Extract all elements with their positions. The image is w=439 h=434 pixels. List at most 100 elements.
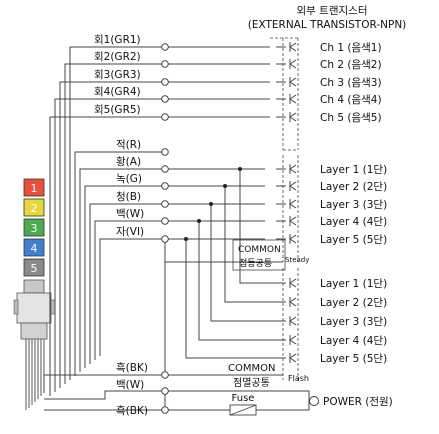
channel-label-2: Ch 2 (음색2) <box>320 59 382 71</box>
wire-blue <box>89 203 265 364</box>
bottom-wire-label-black-2: 흑(BK) <box>116 404 148 417</box>
wire-gr3 <box>59 81 270 388</box>
junction-blue <box>209 202 213 206</box>
steady-layer-label-5: Layer 5 (5단) <box>320 234 387 246</box>
channel-label-4: Ch 4 (음색4) <box>320 94 382 106</box>
flash-bus-dashed <box>282 268 299 380</box>
tap-layer3-flash <box>210 204 276 322</box>
transistor-steady-1 <box>276 164 297 174</box>
terminal-white-2 <box>161 387 169 395</box>
wire-lines <box>43 37 310 411</box>
gray-wire-label-4: 회4(GR4) <box>94 86 141 98</box>
terminal-white <box>161 217 169 225</box>
terminal-blue <box>161 200 169 208</box>
tower-segment-1 <box>23 178 45 197</box>
transistor-ch3 <box>276 77 297 87</box>
power-line-bottom <box>256 401 310 411</box>
bottom-wire-label-black-1: 흑(BK) <box>116 361 148 374</box>
flash-common-box: COMMON 점멸공통 Flash <box>228 363 309 389</box>
wire-violet <box>99 238 265 356</box>
wire-white-2 <box>44 390 166 407</box>
color-wire-label-blue: 청(B) <box>116 191 141 203</box>
transistor-ch2 <box>276 59 297 69</box>
transistor-flash-5 <box>276 353 297 363</box>
channel-label-3: Ch 3 (음색3) <box>320 77 382 89</box>
tower-segment-5 <box>23 258 45 277</box>
tower-segment-3-label: 3 <box>31 222 38 235</box>
header-title-english: (EXTERNAL TRANSISTOR-NPN) <box>248 19 407 31</box>
gray-wire-label-2: 회2(GR2) <box>94 51 141 63</box>
fuse-element <box>229 404 257 416</box>
flash-layer-label-5: Layer 5 (5단) <box>320 353 387 365</box>
transistor-steady-3 <box>276 199 297 209</box>
header-title-korean: 외부 트랜지스터 <box>297 5 368 17</box>
junction-green <box>223 184 227 188</box>
power-line-top <box>165 390 310 401</box>
flash-layer-label-3: Layer 3 (3단) <box>320 316 387 328</box>
flash-layer-label-1: Layer 1 (1단) <box>320 278 387 290</box>
transistor-steady-5 <box>276 234 297 244</box>
tower-segment-3 <box>23 218 45 237</box>
tower-segment-4-label: 4 <box>31 242 38 255</box>
gray-wire-label-3: 회3(GR3) <box>94 69 141 81</box>
terminal-gr1 <box>161 43 169 51</box>
tower-base <box>16 292 52 324</box>
flash-common-label: COMMON <box>228 363 275 374</box>
transistor-flash-3 <box>276 316 297 326</box>
terminal-gr3 <box>161 78 169 86</box>
steady-layer-label-2: Layer 2 (2단) <box>320 181 387 193</box>
cable-bundle <box>25 339 45 410</box>
gray-wire-label-1: 회1(GR1) <box>94 34 141 46</box>
steady-layer-labels: Layer 1 (1단) Layer 2 (2단) Layer 3 (3단) L… <box>320 164 387 246</box>
color-wire-label-amber: 황(A) <box>116 156 141 168</box>
wire-black-1 <box>43 374 165 393</box>
steady-tag: Steady <box>285 256 309 264</box>
wire-gr2 <box>64 63 270 384</box>
terminals <box>161 43 169 414</box>
power-terminal: POWER (전원) <box>309 396 393 408</box>
transistor-ch5 <box>276 112 297 122</box>
terminal-black-2 <box>161 406 169 414</box>
flash-common-sublabel: 점멸공통 <box>233 377 270 389</box>
wire-white <box>94 220 265 360</box>
bottom-wire-labels: 흑(BK) 백(W) 흑(BK) <box>116 361 148 417</box>
flash-layer-labels: Layer 1 (1단) Layer 2 (2단) Layer 3 (3단) L… <box>320 278 387 365</box>
steady-common-box: COMMON 점등공통 Steady <box>232 239 309 271</box>
tap-layer5-flash <box>185 239 276 359</box>
junction-white <box>197 219 201 223</box>
steady-common-frame <box>232 239 286 271</box>
terminal-amber <box>161 165 169 173</box>
channel-labels: Ch 1 (음색1) Ch 2 (음색2) Ch 3 (음색3) Ch 4 (음… <box>320 42 382 124</box>
steady-layer-label-3: Layer 3 (3단) <box>320 199 387 211</box>
transistor-flash-2 <box>276 297 297 307</box>
channel-bus-dashed <box>270 37 299 151</box>
junction-amber <box>238 167 242 171</box>
power-circle <box>309 396 319 406</box>
terminal-gr4 <box>161 95 169 103</box>
tap-layer1-flash <box>239 169 276 284</box>
bottom-wire-label-white: 백(W) <box>116 379 144 391</box>
steady-layer-label-1: Layer 1 (1단) <box>320 164 387 176</box>
tower-segment-2-label: 2 <box>31 202 38 215</box>
wire-gr5 <box>49 116 270 396</box>
signal-tower: 1 2 3 4 5 <box>13 178 56 410</box>
steady-common-label: COMMON <box>238 245 281 255</box>
tower-connector <box>23 279 45 294</box>
tap-layer4-flash <box>198 221 276 341</box>
transistor-flash-4 <box>276 335 297 345</box>
steady-common-sublabel: 점등공통 <box>239 257 272 269</box>
flash-layer-label-2: Layer 2 (2단) <box>320 297 387 309</box>
steady-bus-dashed <box>282 155 299 262</box>
gray-wire-labels: 회1(GR1) 회2(GR2) 회3(GR3) 회4(GR4) 회5(GR5) <box>94 34 141 116</box>
terminal-red <box>161 148 169 156</box>
wire-amber <box>79 168 265 372</box>
transistor-ch1 <box>276 42 297 52</box>
fuse: Fuse <box>229 393 257 416</box>
tower-segment-4 <box>23 238 45 257</box>
color-wire-label-white: 백(W) <box>116 208 144 220</box>
wire-gr1 <box>69 46 270 380</box>
terminal-gr5 <box>161 113 169 121</box>
flash-tag: Flash <box>288 374 309 383</box>
tower-segment-2 <box>23 198 45 217</box>
